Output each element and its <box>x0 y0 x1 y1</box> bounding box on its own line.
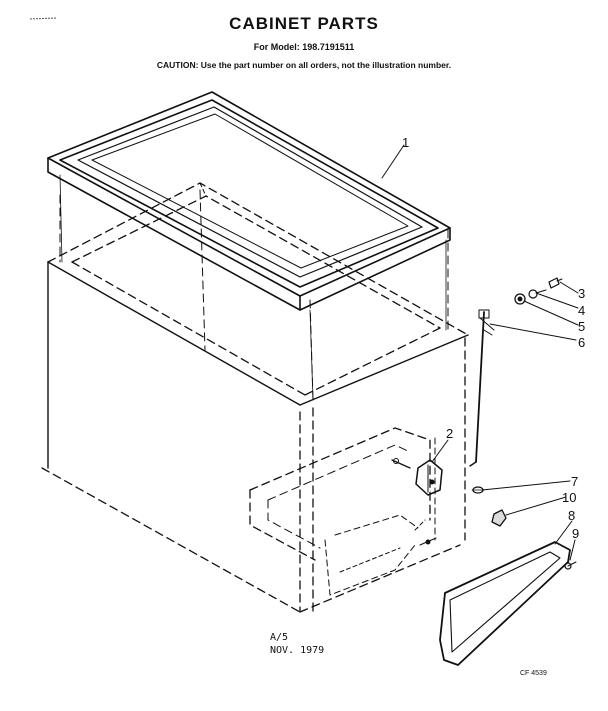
leader-lines <box>381 144 579 561</box>
callout-8: 8 <box>568 508 575 523</box>
callout-1: 1 <box>402 135 409 150</box>
lid-assembly <box>47 91 451 401</box>
callout-5: 5 <box>578 319 585 334</box>
grille-panel <box>439 541 577 666</box>
callout-6: 6 <box>578 335 585 350</box>
latch-switch <box>391 458 443 496</box>
cabinet-body <box>41 182 469 613</box>
revision-code: A/5 <box>270 632 289 643</box>
callout-3: 3 <box>578 286 585 301</box>
hinge-rod <box>469 309 495 467</box>
callout-10: 10 <box>562 490 576 505</box>
page-title: CABINET PARTS <box>229 14 379 33</box>
revision-date: NOV. 1979 <box>270 645 325 656</box>
callout-9: 9 <box>572 526 579 541</box>
model-number: For Model: 198.7191511 <box>253 42 355 52</box>
plug-and-bumper <box>471 486 507 527</box>
fastener-group-upper <box>514 277 563 305</box>
base-bolt <box>419 537 437 546</box>
scan-mark <box>29 8 57 20</box>
reference-code: CF 4539 <box>520 670 547 677</box>
callout-numbers: 1 2 3 4 5 6 7 8 9 10 <box>402 135 585 541</box>
callout-7: 7 <box>571 474 578 489</box>
callout-4: 4 <box>578 303 585 318</box>
callout-2: 2 <box>446 426 453 441</box>
caution-note: CAUTION: Use the part number on all orde… <box>156 60 452 70</box>
